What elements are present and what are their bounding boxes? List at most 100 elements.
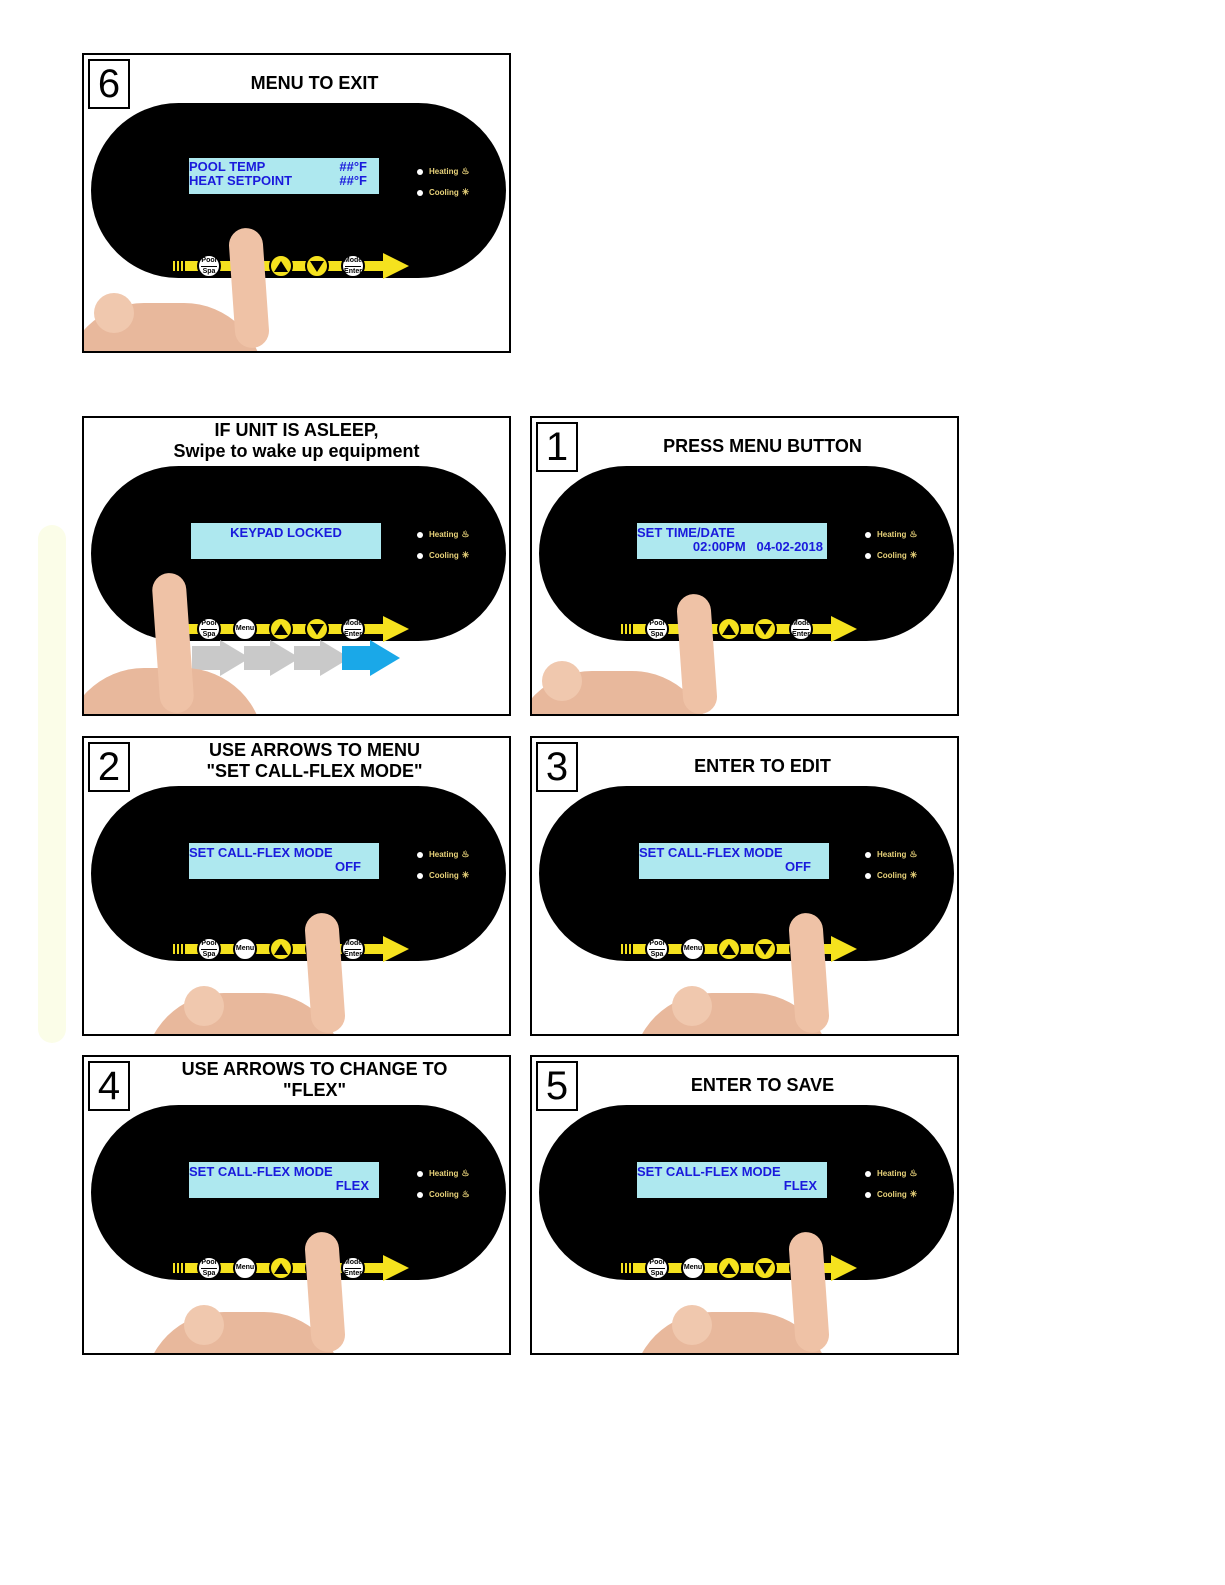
swipe-arrow-icon: [383, 936, 409, 962]
swipe-arrow-icon: [831, 936, 857, 962]
keypad: SET CALL-FLEX MODE OFF Heating♨ Cooling✳…: [539, 786, 955, 994]
up-arrow-button[interactable]: [269, 254, 293, 278]
panel-title: ENTER TO EDIT: [694, 756, 831, 776]
panel-step-5: 5 ENTER TO SAVE SET CALL-FLEX MODE FLEX …: [530, 1055, 959, 1355]
step-number: 6: [88, 59, 130, 109]
panel-title: USE ARROWS TO CHANGE TO "FLEX": [181, 1059, 448, 1100]
hand-pointer-icon: [144, 1217, 347, 1353]
panel-title: PRESS MENU BUTTON: [663, 436, 862, 456]
slide-instruction: Slide across buttons to unlock: [221, 300, 354, 311]
down-arrow-button[interactable]: [305, 617, 329, 641]
up-arrow-button[interactable]: [269, 1256, 293, 1280]
up-arrow-button[interactable]: [717, 937, 741, 961]
menu-button[interactable]: Menu: [233, 617, 257, 641]
up-triangle-icon: [274, 260, 288, 272]
menu-button[interactable]: Menu: [233, 937, 257, 961]
panel-step-2: 2 USE ARROWS TO MENU "SET CALL-FLEX MODE…: [82, 736, 511, 1036]
step-number: 4: [88, 1061, 130, 1111]
hand-pointer-icon: [632, 1217, 832, 1353]
down-triangle-icon: [758, 1262, 772, 1274]
down-arrow-button[interactable]: [753, 937, 777, 961]
keypad: SET CALL-FLEX MODE OFF Heating♨ Cooling✳…: [91, 786, 507, 994]
menu-button[interactable]: Menu: [233, 1256, 257, 1280]
heating-indicator: Heating♨: [417, 529, 507, 540]
keypad: SET TIME/DATE 02:00PM 04-02-2018 Heating…: [539, 466, 955, 674]
lcd-display: SET CALL-FLEX MODE OFF: [189, 843, 379, 879]
keypad: SET CALL-FLEX MODE FLEX Heating♨ Cooling…: [91, 1105, 507, 1313]
lcd-line2: FLEX: [335, 1178, 369, 1193]
lcd-line1: SET CALL-FLEX MODE: [639, 845, 783, 860]
lcd-line1-value: ##°F: [339, 159, 367, 174]
lcd-line2: OFF: [785, 859, 811, 874]
heating-indicator: Heating♨: [417, 1168, 507, 1179]
down-arrow-button[interactable]: [305, 254, 329, 278]
up-arrow-button[interactable]: [269, 937, 293, 961]
down-triangle-icon: [758, 943, 772, 955]
panel-title: USE ARROWS TO MENU "SET CALL-FLEX MODE": [206, 740, 423, 781]
lcd-line1: SET CALL-FLEX MODE: [637, 1164, 781, 1179]
cooling-indicator: Cooling♨: [417, 1189, 507, 1200]
keypad: POOL TEMP##°F HEAT SETPOINT##°F Heating♨…: [91, 103, 506, 311]
cooling-indicator: Cooling✳: [417, 870, 507, 881]
keypad: SET CALL-FLEX MODE FLEX Heating♨ Cooling…: [539, 1105, 955, 1313]
lcd-display: SET CALL-FLEX MODE OFF: [639, 843, 829, 879]
swipe-arrow-icon: [383, 616, 409, 642]
menu-button[interactable]: Menu: [681, 1256, 705, 1280]
lcd-display: KEYPAD LOCKED: [191, 523, 381, 559]
up-triangle-icon: [274, 1262, 288, 1274]
slide-instruction: Slide across buttons to unlock: [221, 983, 354, 994]
panel-step-4: 4 USE ARROWS TO CHANGE TO "FLEX" SET CAL…: [82, 1055, 511, 1355]
side-accent-bar: [38, 525, 66, 1043]
panel-title: IF UNIT IS ASLEEP, Swipe to wake up equi…: [173, 420, 420, 461]
lcd-display: SET TIME/DATE 02:00PM 04-02-2018: [637, 523, 827, 559]
up-triangle-icon: [274, 943, 288, 955]
swipe-arrow-icon: [831, 616, 857, 642]
slide-instruction: Slide across buttons to unlock: [669, 663, 802, 674]
up-triangle-icon: [722, 1262, 736, 1274]
hand-pointer-icon: [84, 568, 264, 714]
lcd-line2-value: ##°F: [339, 173, 367, 188]
menu-button[interactable]: Menu: [681, 937, 705, 961]
lcd-line1: SET CALL-FLEX MODE: [189, 845, 333, 860]
slide-instruction: Slide across buttons to unlock: [669, 983, 802, 994]
panel-step-1: 1 PRESS MENU BUTTON SET TIME/DATE 02:00P…: [530, 416, 959, 716]
lcd-line2: OFF: [335, 859, 361, 874]
down-arrow-button[interactable]: [753, 1256, 777, 1280]
hand-pointer-icon: [144, 898, 347, 1034]
cooling-indicator: Cooling✳: [865, 550, 955, 561]
step-number: 1: [536, 422, 578, 472]
hand-pointer-icon: [632, 898, 832, 1034]
down-triangle-icon: [310, 623, 324, 635]
cooling-indicator: Cooling✳: [865, 1189, 955, 1200]
slide-instruction: Slide across buttons to unlock: [221, 1302, 354, 1313]
down-arrow-button[interactable]: [753, 617, 777, 641]
cooling-indicator: Cooling✳: [865, 870, 955, 881]
hand-pointer-icon: [84, 213, 271, 351]
up-arrow-button[interactable]: [717, 1256, 741, 1280]
panel-title: MENU TO EXIT: [250, 73, 379, 93]
heating-indicator: Heating♨: [417, 849, 507, 860]
panel-step-3: 3 ENTER TO EDIT SET CALL-FLEX MODE OFF H…: [530, 736, 959, 1036]
hand-pointer-icon: [532, 576, 719, 714]
up-triangle-icon: [274, 623, 288, 635]
cooling-indicator: Cooling✳: [417, 550, 507, 561]
down-triangle-icon: [310, 260, 324, 272]
heating-indicator: Heating♨: [865, 1168, 955, 1179]
swipe-arrow-icon: [831, 1255, 857, 1281]
up-arrow-button[interactable]: [269, 617, 293, 641]
down-triangle-icon: [758, 623, 772, 635]
panel-wake-up: IF UNIT IS ASLEEP, Swipe to wake up equi…: [82, 416, 511, 716]
up-arrow-button[interactable]: [717, 617, 741, 641]
